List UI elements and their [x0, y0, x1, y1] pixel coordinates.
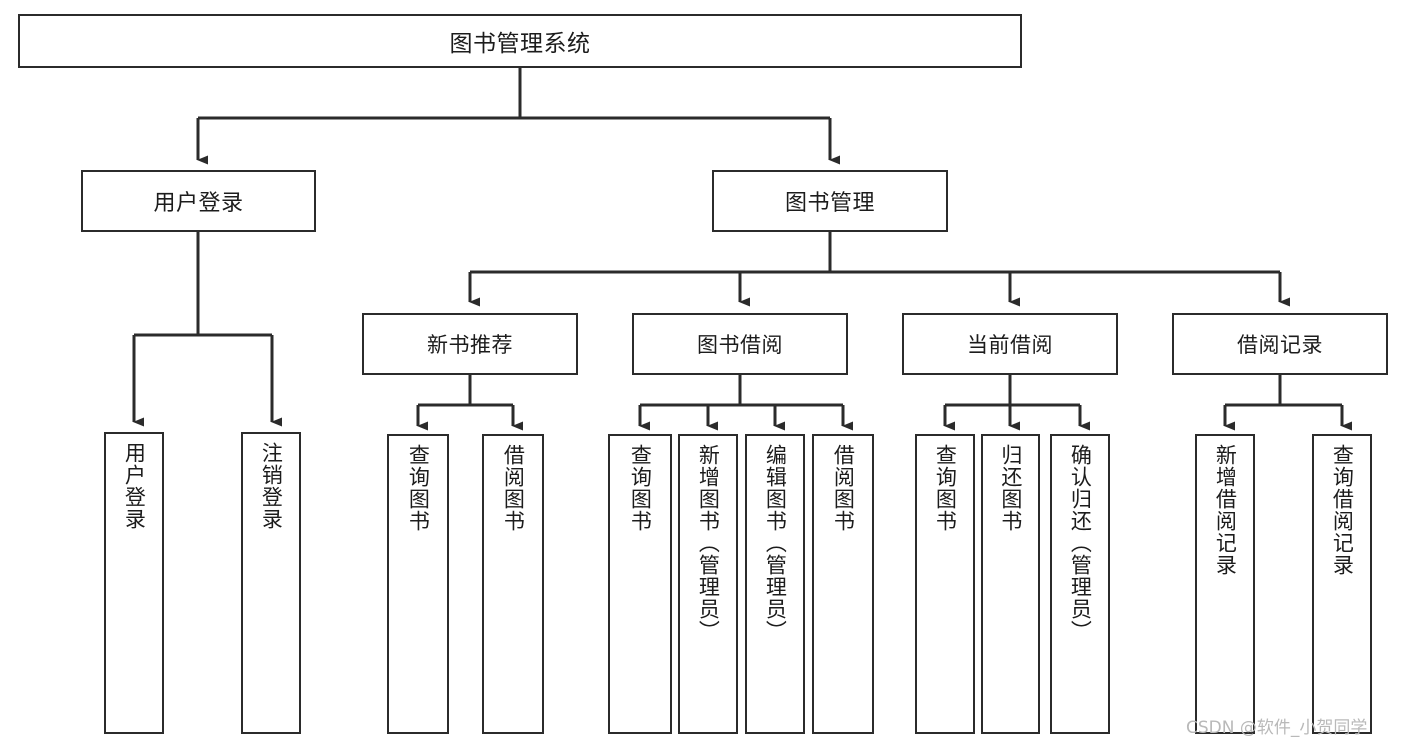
- node-label: 新增借阅记录: [1213, 444, 1238, 576]
- node-label: 查询图书: [406, 444, 431, 532]
- node-label: 图书借阅: [697, 333, 783, 357]
- node-leaf-record-add-record[interactable]: 新增借阅记录: [1195, 434, 1255, 734]
- node-leaf-recommend-borrow-book[interactable]: 借阅图书: [482, 434, 544, 734]
- node-current-borrow[interactable]: 当前借阅: [902, 313, 1118, 375]
- node-leaf-borrow-edit-book[interactable]: 编辑图书（管理员）: [745, 434, 805, 734]
- node-leaf-current-query-book[interactable]: 查询图书: [915, 434, 975, 734]
- node-label: 用户登录: [122, 442, 147, 530]
- node-leaf-current-confirm-return[interactable]: 确认归还（管理员）: [1050, 434, 1110, 734]
- node-label: 借阅图书: [831, 444, 856, 532]
- node-label: 图书管理系统: [449, 31, 591, 57]
- node-book-management[interactable]: 图书管理: [712, 170, 948, 232]
- node-user-login[interactable]: 用户登录: [81, 170, 316, 232]
- node-leaf-borrow-add-book[interactable]: 新增图书（管理员）: [678, 434, 738, 734]
- node-label: 查询图书: [628, 444, 653, 532]
- node-label: 归还图书: [998, 444, 1023, 532]
- node-leaf-borrow-query-book[interactable]: 查询图书: [608, 434, 672, 734]
- node-label: 新增图书（管理员）: [696, 444, 721, 642]
- node-leaf-record-query-record[interactable]: 查询借阅记录: [1312, 434, 1372, 734]
- node-label: 借阅图书: [501, 444, 526, 532]
- node-leaf-borrow-lend-book[interactable]: 借阅图书: [812, 434, 874, 734]
- node-label: 确认归还（管理员）: [1068, 444, 1093, 642]
- node-leaf-user-login[interactable]: 用户登录: [104, 432, 164, 734]
- node-leaf-user-logout[interactable]: 注销登录: [241, 432, 301, 734]
- node-label: 当前借阅: [967, 333, 1053, 357]
- node-label: 借阅记录: [1237, 333, 1323, 357]
- node-label: 查询借阅记录: [1330, 444, 1355, 576]
- node-book-management-system[interactable]: 图书管理系统: [18, 14, 1022, 68]
- node-leaf-recommend-query-book[interactable]: 查询图书: [387, 434, 449, 734]
- node-leaf-current-return-book[interactable]: 归还图书: [981, 434, 1040, 734]
- node-label: 图书管理: [784, 191, 875, 216]
- node-label: 用户登录: [153, 191, 244, 216]
- node-label: 新书推荐: [427, 333, 513, 357]
- node-book-borrow[interactable]: 图书借阅: [632, 313, 848, 375]
- node-label: 注销登录: [259, 442, 284, 530]
- node-label: 编辑图书（管理员）: [763, 444, 788, 642]
- node-borrow-record[interactable]: 借阅记录: [1172, 313, 1388, 375]
- node-label: 查询图书: [933, 444, 958, 532]
- node-new-book-recommend[interactable]: 新书推荐: [362, 313, 578, 375]
